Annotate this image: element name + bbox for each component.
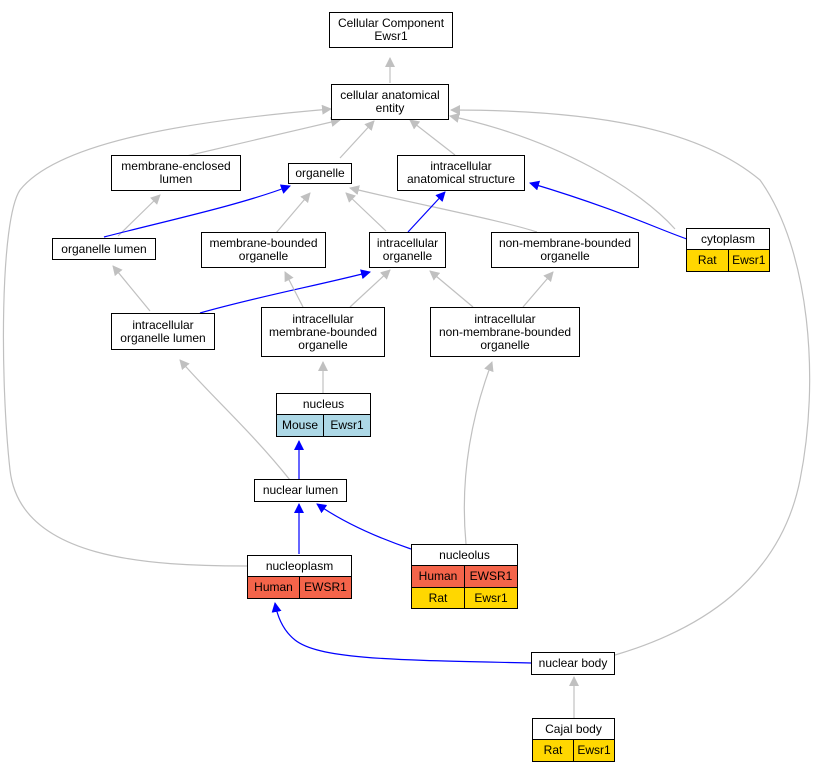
edge-org-cae [339,120,375,159]
node-label: membrane-enclosed lumen [121,159,231,186]
node-label: nuclear lumen [262,483,339,497]
table-row: Rat Ewsr1 [533,740,614,761]
node-cellular-anatomical-entity: cellular anatomical entity [331,84,449,120]
species-cell: Rat [543,743,563,757]
node-intracellular-anatomical-structure: intracellular anatomical structure [397,155,525,191]
species-cell: Mouse [281,418,319,432]
edge-iol-io [199,269,371,314]
table-title: cytoplasm [687,229,769,250]
node-nuclear-body: nuclear body [531,652,615,675]
edge-nmbo-org [349,185,538,233]
edge-nb-cae [450,105,811,656]
node-label: nuclear body [538,656,608,670]
species-cell: Rat [697,253,717,267]
node-label: intracellular organelle [376,236,439,263]
node-label: organelle lumen [61,241,147,256]
edge-io-ias [407,191,446,233]
table-row: Human EWSR1 [248,577,351,598]
edge-nco-inmbo [463,361,494,545]
node-membrane-bounded-organelle: membrane-bounded organelle [201,232,326,268]
table-nucleus: nucleus Mouse Ewsr1 [276,393,371,437]
edge-nl-iol [179,359,291,481]
gene-cell: EWSR1 [299,577,351,598]
node-label: intracellular non-membrane-bounded organ… [438,311,572,352]
node-intracellular-membrane-bounded-organelle: intracellular membrane-bounded organelle [261,307,385,357]
edge-inmbo-nmbo [522,271,554,308]
table-nucleoplasm: nucleoplasm Human EWSR1 [247,555,352,599]
edge-imbo-io [349,269,391,308]
edge-cyt-ias [529,180,688,240]
node-organelle: organelle [288,163,352,184]
species-cell: Human [254,580,293,594]
node-label: intracellular organelle lumen [120,317,206,345]
edge-io-org [345,192,387,232]
node-label: organelle [295,166,345,180]
table-row: Rat Ewsr1 [687,250,769,271]
gene-cell: Ewsr1 [573,740,614,761]
node-nuclear-lumen: nuclear lumen [254,479,347,502]
node-intracellular-non-membrane-bounded-organelle: intracellular non-membrane-bounded organ… [430,307,580,357]
table-title: Cajal body [533,719,614,740]
table-title: nucleus [277,394,370,415]
edge-inmbo-io [429,270,474,308]
species-cell: Rat [428,591,448,605]
gene-cell: Ewsr1 [464,588,517,608]
node-cellular-component: Cellular Component Ewsr1 [329,12,453,48]
table-row: Mouse Ewsr1 [277,415,370,436]
node-label: non-membrane-bounded organelle [498,236,632,263]
node-label: cellular anatomical entity [340,88,440,115]
gene-cell: Ewsr1 [727,250,770,271]
edge-ol-mel [117,194,161,237]
table-title: nucleoplasm [248,556,351,577]
table-nucleolus: nucleolus Human EWSR1 Rat Ewsr1 [411,544,518,609]
node-label: intracellular anatomical structure [406,159,516,186]
node-label: Cellular Component Ewsr1 [337,16,445,43]
edge-ias-cae [409,119,456,156]
edge-ol-org [103,184,291,238]
node-intracellular-organelle: intracellular organelle [369,232,446,268]
edge-nco-nl [316,503,412,550]
edge-iol-ol [112,265,151,312]
table-title: nucleolus [412,545,517,566]
gene-cell: EWSR1 [464,566,517,587]
edge-nb-npl [271,602,532,664]
node-membrane-enclosed-lumen: membrane-enclosed lumen [111,155,241,191]
node-non-membrane-bounded-organelle: non-membrane-bounded organelle [491,232,639,268]
table-row: Rat Ewsr1 [412,587,517,608]
gene-cell: Ewsr1 [323,415,370,436]
node-intracellular-organelle-lumen: intracellular organelle lumen [111,313,215,350]
edge-imbo-mbo [284,271,304,308]
table-row: Human EWSR1 [412,566,517,587]
table-cajal-body: Cajal body Rat Ewsr1 [532,718,615,762]
node-organelle-lumen: organelle lumen [52,238,156,260]
species-cell: Human [418,569,458,583]
edge-cyt-cae [449,113,676,230]
node-label: membrane-bounded organelle [209,236,318,263]
table-cytoplasm: cytoplasm Rat Ewsr1 [686,228,770,272]
edge-mbo-org [275,192,311,234]
edge-npl-cae [2,104,332,567]
node-label: intracellular membrane-bounded organelle [268,311,378,352]
edge-mel-cae [177,117,341,159]
